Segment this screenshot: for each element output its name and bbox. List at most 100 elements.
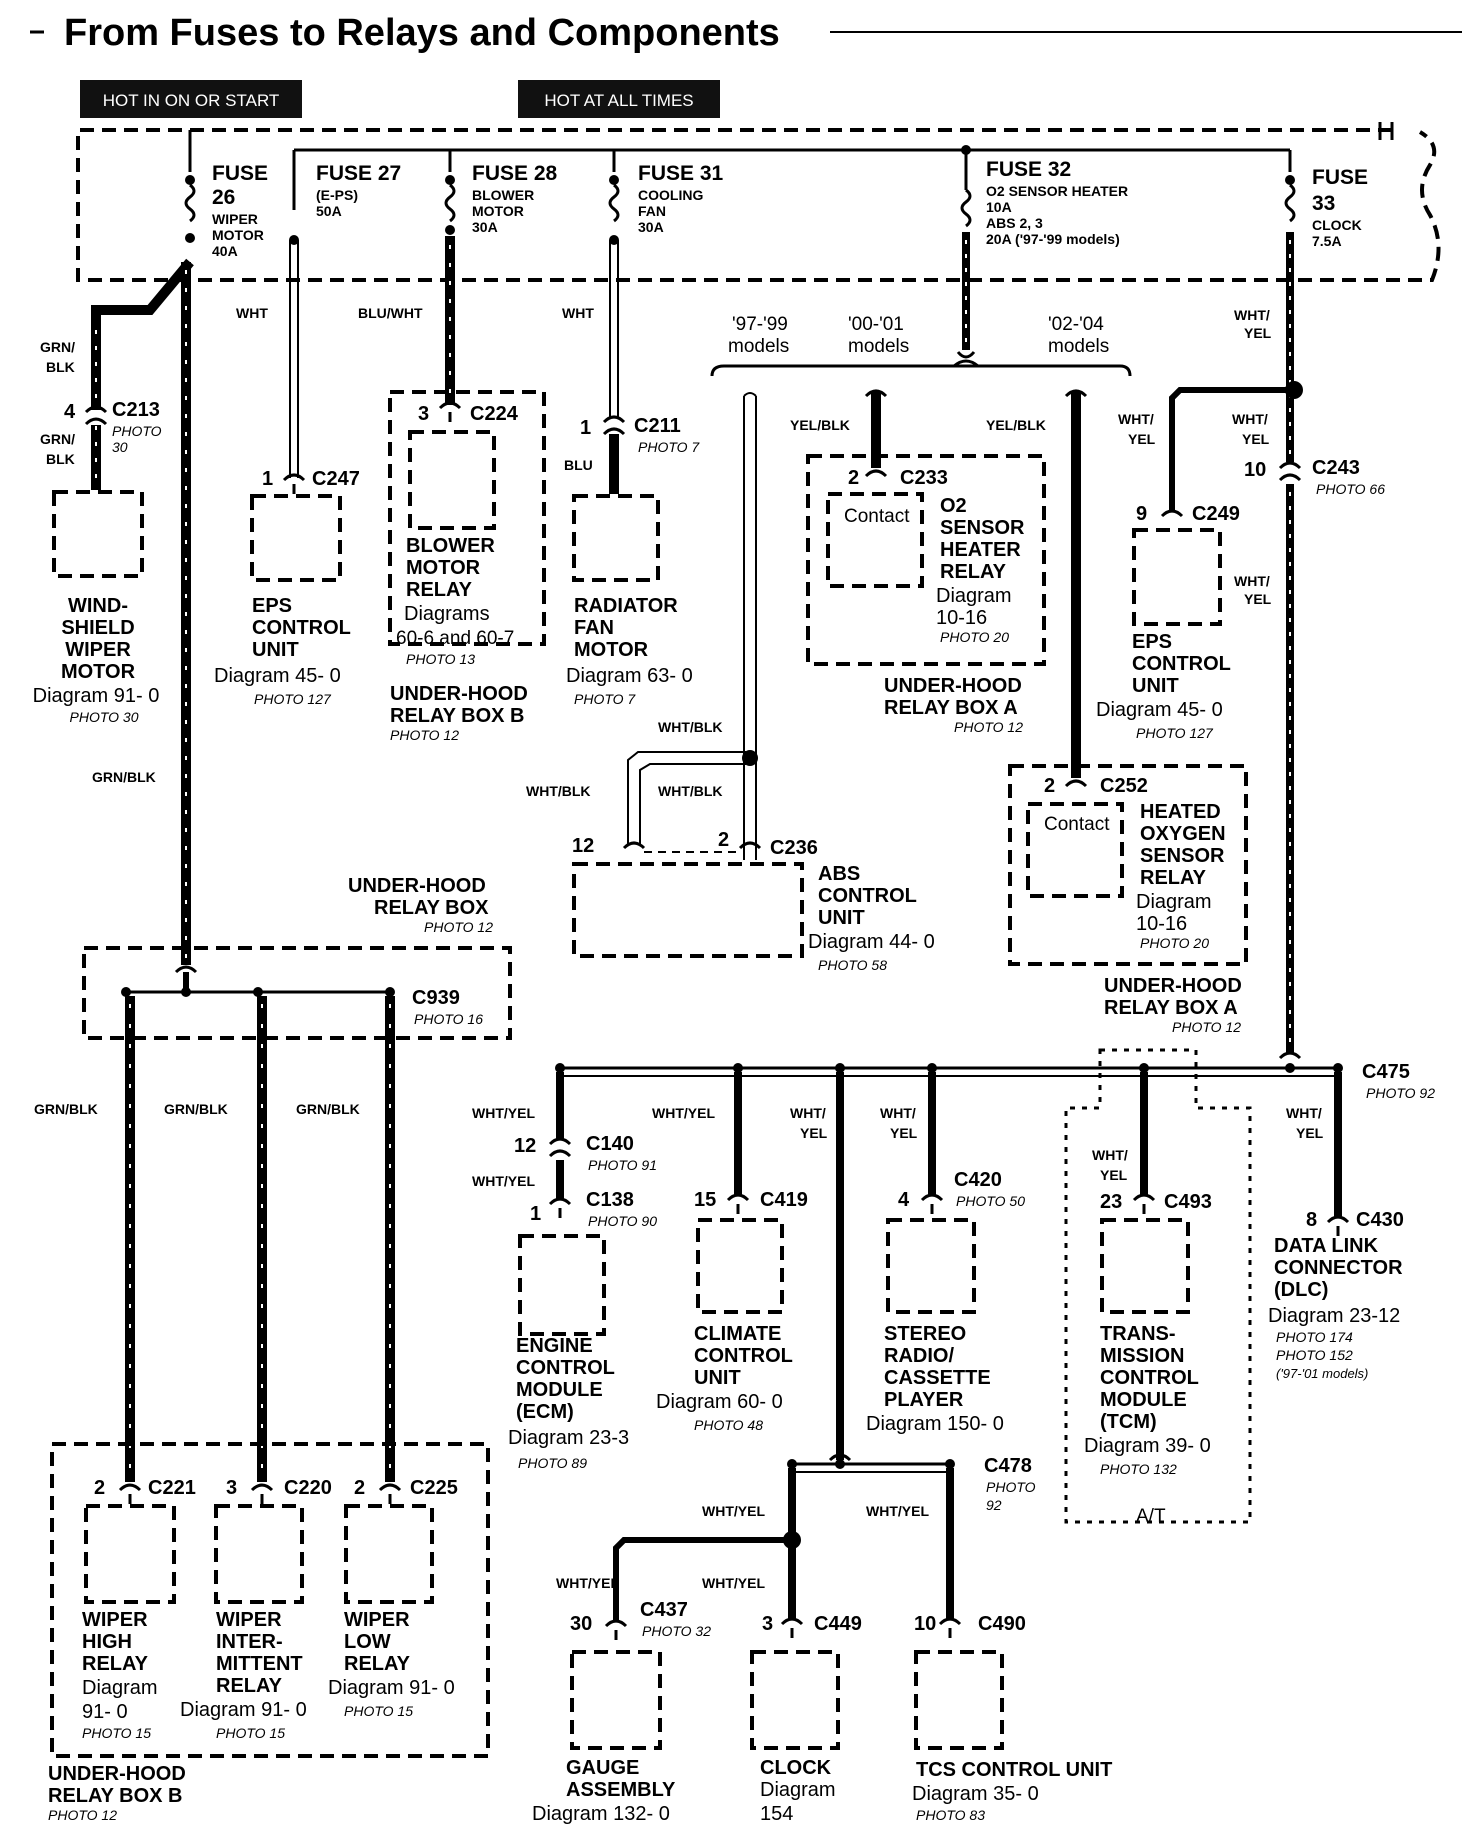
svg-text:PHOTO 92: PHOTO 92 bbox=[1366, 1085, 1435, 1101]
svg-text:UNIT: UNIT bbox=[1132, 675, 1179, 697]
fuse-28: FUSE 28 BLOWER MOTOR 30A bbox=[444, 162, 558, 235]
svg-text:C247: C247 bbox=[312, 468, 360, 490]
svg-text:PHOTO 16: PHOTO 16 bbox=[414, 1011, 483, 1027]
svg-text:Diagram 150- 0: Diagram 150- 0 bbox=[866, 1413, 1004, 1435]
svg-text:YEL/BLK: YEL/BLK bbox=[790, 417, 850, 433]
svg-text:INTER-: INTER- bbox=[216, 1631, 283, 1653]
relay-box-a-heated-o2: 2 C252 Contact HEATED OXYGEN SENSOR RELA… bbox=[1008, 764, 1248, 1035]
svg-text:Diagram 45- 0: Diagram 45- 0 bbox=[1096, 699, 1223, 721]
svg-text:Diagrams: Diagrams bbox=[404, 603, 490, 625]
svg-text:C220: C220 bbox=[284, 1477, 332, 1499]
svg-text:ABS: ABS bbox=[818, 863, 860, 885]
svg-text:YEL: YEL bbox=[890, 1125, 918, 1141]
svg-text:O2 SENSOR HEATER: O2 SENSOR HEATER bbox=[986, 183, 1128, 199]
svg-text:2: 2 bbox=[354, 1477, 365, 1499]
svg-text:30: 30 bbox=[112, 439, 128, 455]
svg-text:RELAY: RELAY bbox=[406, 579, 473, 601]
wire-fuse33-trunk bbox=[1160, 232, 1303, 1060]
wire-fuse26-to-windshield bbox=[91, 258, 194, 490]
svg-text:CONTROL: CONTROL bbox=[1100, 1367, 1199, 1389]
svg-text:PHOTO 13: PHOTO 13 bbox=[406, 651, 475, 667]
svg-text:LOW: LOW bbox=[344, 1631, 391, 1653]
svg-text:YEL/BLK: YEL/BLK bbox=[986, 417, 1046, 433]
svg-text:C449: C449 bbox=[814, 1613, 862, 1635]
svg-text:CLOCK: CLOCK bbox=[1312, 217, 1362, 233]
svg-text:Diagram: Diagram bbox=[82, 1677, 158, 1699]
svg-text:PHOTO 48: PHOTO 48 bbox=[694, 1417, 763, 1433]
svg-text:4: 4 bbox=[898, 1189, 910, 1211]
svg-text:CLOCK: CLOCK bbox=[760, 1757, 832, 1779]
fuse-27: FUSE 27 (E-PS) 50A bbox=[289, 162, 401, 245]
connector-c939: C939 PHOTO 16 bbox=[82, 946, 512, 1040]
svg-text:UNDER-HOOD: UNDER-HOOD bbox=[884, 675, 1022, 697]
svg-text:(E-PS): (E-PS) bbox=[316, 187, 358, 203]
svg-text:WHT: WHT bbox=[562, 305, 594, 321]
svg-text:SENSOR: SENSOR bbox=[1140, 845, 1225, 867]
svg-text:Diagram 35- 0: Diagram 35- 0 bbox=[912, 1783, 1039, 1805]
svg-text:23: 23 bbox=[1100, 1191, 1122, 1213]
svg-text:PHOTO 12: PHOTO 12 bbox=[390, 727, 459, 743]
svg-text:Contact: Contact bbox=[1044, 814, 1110, 835]
svg-text:CONTROL: CONTROL bbox=[252, 617, 351, 639]
svg-text:BLOWER: BLOWER bbox=[472, 187, 534, 203]
svg-text:COOLING: COOLING bbox=[638, 187, 703, 203]
svg-text:BLU: BLU bbox=[564, 457, 593, 473]
svg-text:SHIELD: SHIELD bbox=[61, 617, 134, 639]
svg-text:OXYGEN: OXYGEN bbox=[1140, 823, 1226, 845]
svg-text:C490: C490 bbox=[978, 1613, 1026, 1635]
svg-text:Diagram 132- 0: Diagram 132- 0 bbox=[532, 1803, 670, 1825]
svg-text:10A: 10A bbox=[986, 199, 1012, 215]
svg-text:FUSE 31: FUSE 31 bbox=[638, 162, 724, 185]
svg-text:GRN/: GRN/ bbox=[40, 339, 75, 355]
svg-text:C140: C140 bbox=[586, 1133, 634, 1155]
wiper-high-relay: WIPER HIGH RELAY Diagram 91- 0 PHOTO 15 bbox=[82, 1504, 176, 1741]
svg-text:Diagram: Diagram bbox=[760, 1779, 836, 1801]
svg-text:PHOTO 83: PHOTO 83 bbox=[916, 1807, 985, 1823]
svg-text:WHT/YEL: WHT/YEL bbox=[702, 1503, 765, 1519]
svg-text:WHT/: WHT/ bbox=[1092, 1147, 1128, 1163]
svg-text:RADIATOR: RADIATOR bbox=[574, 595, 678, 617]
svg-text:Diagram 23-12: Diagram 23-12 bbox=[1268, 1305, 1400, 1327]
svg-text:Diagram 60- 0: Diagram 60- 0 bbox=[656, 1391, 783, 1413]
svg-text:WHT/: WHT/ bbox=[1234, 573, 1270, 589]
svg-text:4: 4 bbox=[64, 401, 76, 423]
svg-text:C420: C420 bbox=[954, 1169, 1002, 1191]
svg-text:CASSETTE: CASSETTE bbox=[884, 1367, 991, 1389]
svg-text:YEL: YEL bbox=[1244, 325, 1272, 341]
svg-text:RELAY: RELAY bbox=[1140, 867, 1207, 889]
svg-text:models: models bbox=[728, 336, 789, 357]
eps-control-unit-left: EPS CONTROL UNIT Diagram 45- 0 PHOTO 127 bbox=[214, 494, 351, 707]
svg-text:PHOTO 66: PHOTO 66 bbox=[1316, 481, 1385, 497]
svg-text:PHOTO 12: PHOTO 12 bbox=[954, 719, 1023, 735]
svg-text:3: 3 bbox=[226, 1477, 237, 1499]
svg-text:PHOTO 127: PHOTO 127 bbox=[1136, 725, 1214, 741]
svg-text:TCS CONTROL UNIT: TCS CONTROL UNIT bbox=[916, 1759, 1112, 1781]
wire-fuse31-to-radiator bbox=[602, 240, 626, 494]
svg-text:Diagram 44- 0: Diagram 44- 0 bbox=[808, 931, 935, 953]
svg-text:PHOTO 58: PHOTO 58 bbox=[818, 957, 887, 973]
svg-text:CLIMATE: CLIMATE bbox=[694, 1323, 781, 1345]
svg-text:FUSE: FUSE bbox=[1312, 166, 1368, 189]
svg-text:PHOTO 50: PHOTO 50 bbox=[956, 1193, 1025, 1209]
svg-text:C419: C419 bbox=[760, 1189, 808, 1211]
svg-text:C221: C221 bbox=[148, 1477, 196, 1499]
svg-text:(ECM): (ECM) bbox=[516, 1401, 574, 1423]
svg-text:EPS: EPS bbox=[252, 595, 292, 617]
wire-to-heated-o2-relay bbox=[1064, 389, 1088, 788]
svg-text:SENSOR: SENSOR bbox=[940, 517, 1025, 539]
svg-text:HOT AT ALL TIMES: HOT AT ALL TIMES bbox=[544, 91, 693, 110]
svg-text:PHOTO 12: PHOTO 12 bbox=[424, 919, 493, 935]
svg-text:9: 9 bbox=[1136, 503, 1147, 525]
svg-text:Diagram 45- 0: Diagram 45- 0 bbox=[214, 665, 341, 687]
svg-text:2: 2 bbox=[718, 829, 729, 851]
svg-text:2: 2 bbox=[94, 1477, 105, 1499]
svg-text:FUSE: FUSE bbox=[212, 162, 268, 185]
svg-text:MITTENT: MITTENT bbox=[216, 1653, 303, 1675]
wires-c478-drops bbox=[604, 1468, 962, 1640]
banner-hot-in-on: HOT IN ON OR START bbox=[80, 80, 302, 118]
svg-text:WHT/YEL: WHT/YEL bbox=[556, 1575, 619, 1591]
svg-text:'97-'99: '97-'99 bbox=[732, 314, 788, 335]
svg-text:YEL: YEL bbox=[1242, 431, 1270, 447]
svg-text:WIPER: WIPER bbox=[65, 639, 131, 661]
svg-text:ENGINE: ENGINE bbox=[516, 1335, 593, 1357]
